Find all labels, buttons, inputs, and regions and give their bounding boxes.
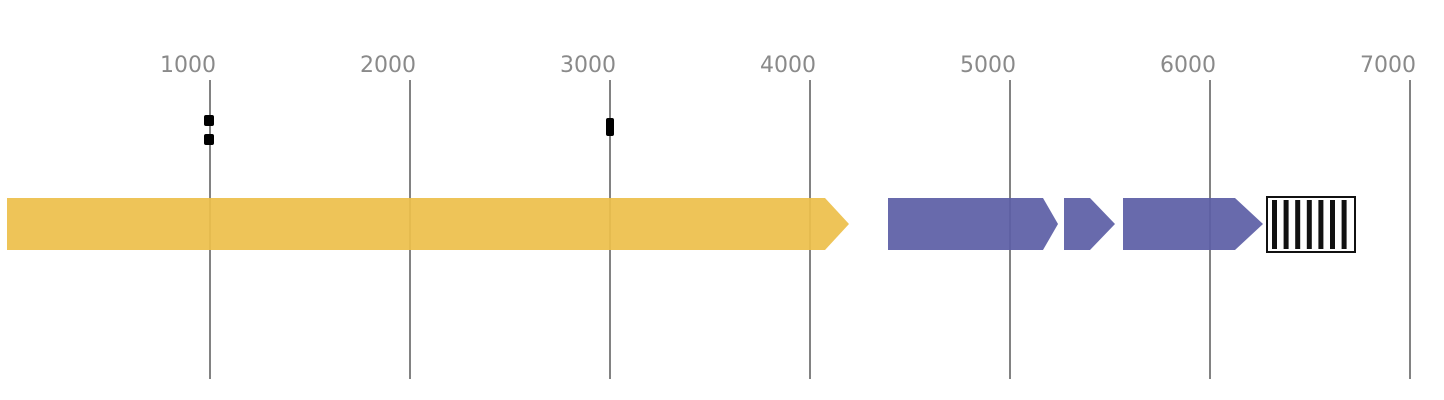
feature-5-hatched-box-stripe	[1272, 200, 1277, 249]
feature-3-purple-arrow-small	[1064, 198, 1115, 250]
marker-3	[606, 118, 614, 136]
axis-tick-label-5000: 5000	[960, 53, 1016, 78]
feature-1-large-yellow-arrow	[7, 198, 849, 250]
marker-1	[204, 115, 214, 126]
feature-5-hatched-box-stripe	[1306, 200, 1312, 249]
feature-5-hatched-box-stripe	[1341, 200, 1347, 249]
feature-5-hatched-box-stripe	[1318, 200, 1324, 249]
axis-tick-label-3000: 3000	[560, 53, 616, 78]
axis-tick-label-7000: 7000	[1360, 53, 1416, 78]
feature-4-purple-arrow	[1123, 198, 1263, 250]
feature-5-hatched-box-stripe	[1330, 200, 1335, 249]
axis-tick-label-2000: 2000	[360, 53, 416, 78]
feature-2-purple-arrow	[888, 198, 1058, 250]
feature-5-hatched-box	[1266, 196, 1356, 253]
feature-layer	[7, 196, 1356, 253]
feature-5-hatched-box-stripe	[1283, 200, 1289, 249]
marker-2	[204, 134, 214, 145]
feature-5-hatched-box-stripe	[1295, 200, 1301, 249]
marker-layer	[204, 115, 614, 145]
axis-tick-label-6000: 6000	[1160, 53, 1216, 78]
axis-tick-label-1000: 1000	[160, 53, 216, 78]
axis-tick-label-4000: 4000	[760, 53, 816, 78]
